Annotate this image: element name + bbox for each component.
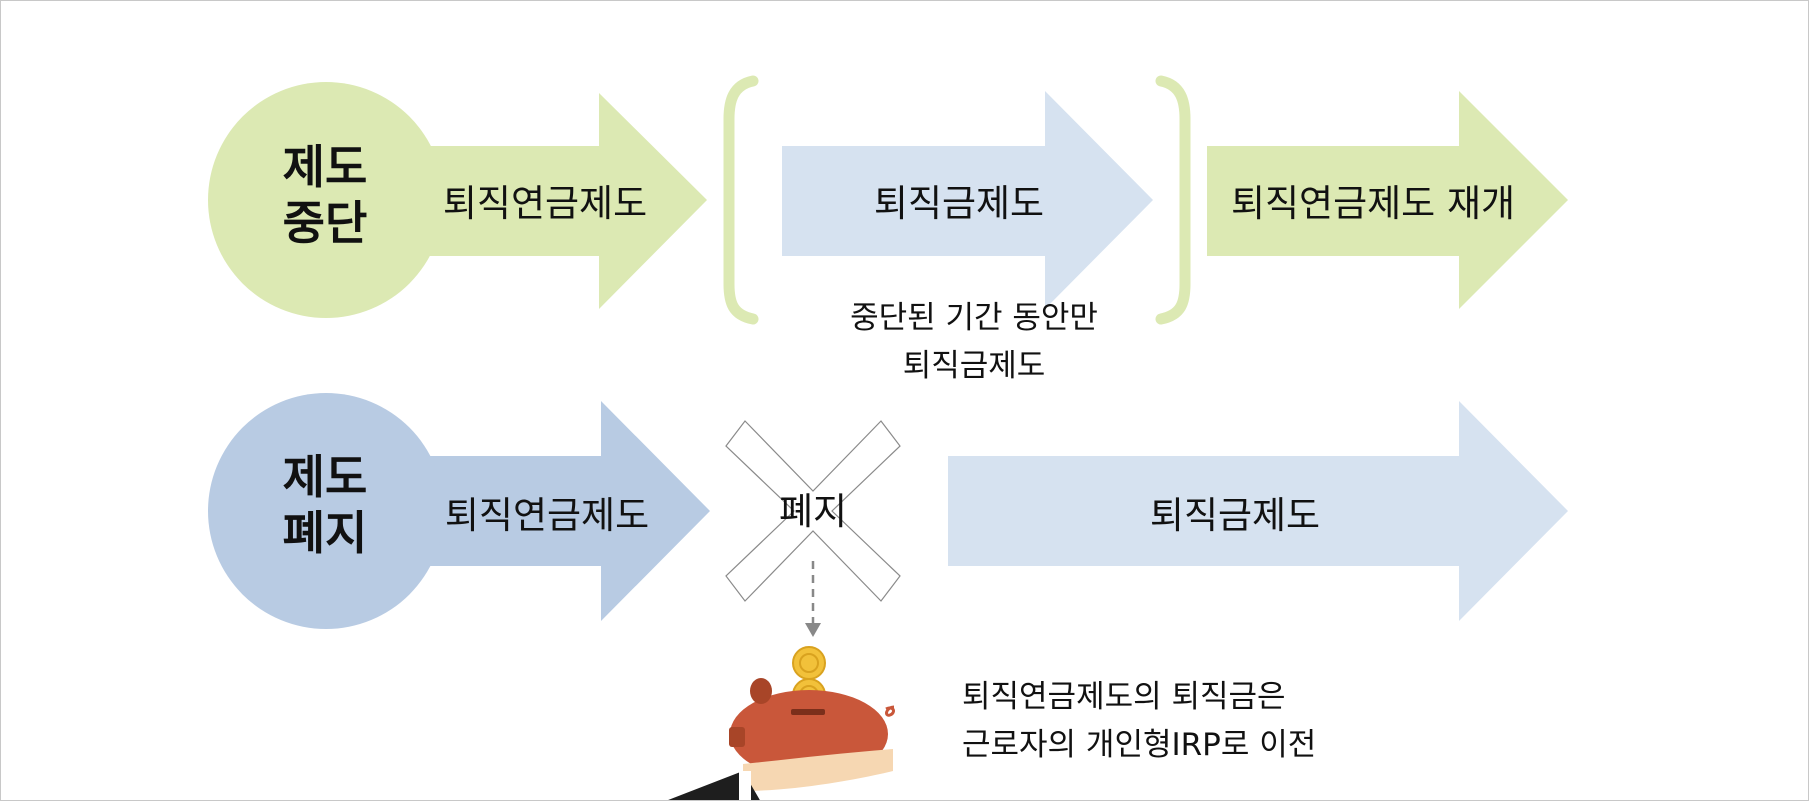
row1-arrow2-label: 퇴직금제도 — [873, 182, 1045, 225]
row2-cross-label: 폐지 — [778, 490, 848, 533]
row2-circle-label: 제도 폐지 — [283, 449, 368, 561]
cross-mark-icon — [725, 420, 901, 602]
row1-arrow-severance — [782, 91, 1153, 309]
row2-note: 퇴직연금제도의 퇴직금은 근로자의 개인형IRP로 이전 — [962, 673, 1316, 769]
row1-note: 중단된 기간 동안만 퇴직금제도 — [850, 294, 1098, 390]
row2-circle-line1: 제도 — [282, 450, 368, 504]
row1-circle-line1: 제도 — [282, 140, 368, 194]
row1-arrow1-label: 퇴직연금제도 — [442, 182, 648, 225]
transfer-arrowhead — [805, 623, 821, 637]
row1-circle-label: 제도 중단 — [283, 139, 368, 251]
row1-note-line2: 퇴직금제도 — [902, 348, 1046, 384]
bracket-left — [723, 75, 759, 325]
row1-arrow-retirement-pension — [401, 93, 707, 309]
bracket-right — [1155, 75, 1191, 325]
row1-arrow3-label: 퇴직연금제도 재개 — [1230, 182, 1516, 225]
piggy-bank-hand-icon — [668, 646, 895, 800]
row2-note-line2: 근로자의 개인형IRP로 이전 — [962, 727, 1317, 763]
row1-circle-line2: 중단 — [282, 196, 368, 250]
row2-arrow1-label: 퇴직연금제도 — [444, 494, 650, 537]
row1-circle-suspension — [208, 82, 444, 318]
row2-arrow2-label: 퇴직금제도 — [1149, 494, 1321, 537]
row2-circle-line2: 폐지 — [282, 506, 368, 560]
row1-arrow-resume — [1207, 91, 1568, 309]
row2-arrow-retirement-pension — [401, 401, 710, 621]
row1-note-line1: 중단된 기간 동안만 — [850, 300, 1098, 336]
row2-circle-abolition — [208, 393, 444, 629]
row2-arrow-severance — [948, 401, 1568, 621]
row2-note-line1: 퇴직연금제도의 퇴직금은 — [962, 679, 1286, 715]
